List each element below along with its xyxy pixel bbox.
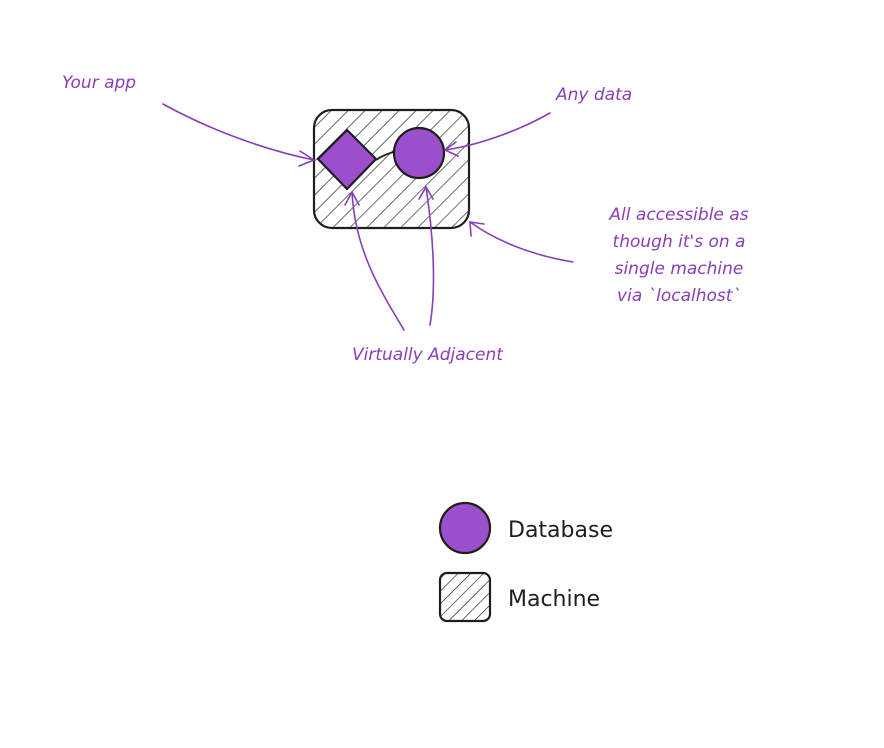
your-app-label: Your app <box>62 73 136 93</box>
accessible-line-1: All accessible as <box>608 205 748 225</box>
app-data-connector <box>375 151 395 161</box>
your-app-arrowhead <box>298 150 315 167</box>
accessible-line-4: via `localhost` <box>617 286 741 306</box>
accessible-line-2: though it's on a <box>613 232 746 252</box>
your-app-arrow <box>162 103 315 161</box>
any-data-arrowhead <box>444 141 459 157</box>
adjacent-arrow-left <box>351 191 405 331</box>
legend-machine-label: Machine <box>508 587 600 612</box>
adjacent-arrow-left-head <box>344 191 360 206</box>
any-data-arrow <box>444 112 551 151</box>
accessible-line-3: single machine <box>615 259 744 279</box>
accessible-arrow <box>469 221 574 263</box>
legend-database-label: Database <box>508 518 613 543</box>
virtually-adjacent-label: Virtually Adjacent <box>352 345 504 365</box>
accessible-note: All accessible as though it's on a singl… <box>608 205 748 306</box>
legend-database-icon <box>438 501 492 555</box>
adjacent-arrow-right <box>425 186 435 326</box>
any-data-label: Any data <box>555 85 632 105</box>
adjacent-arrow-right-head <box>418 186 434 200</box>
accessible-arrowhead <box>469 221 485 237</box>
legend-machine-icon <box>438 571 492 623</box>
app-diamond-icon <box>316 128 378 191</box>
legend: Database Machine <box>438 501 613 623</box>
data-circle-icon <box>392 126 446 180</box>
